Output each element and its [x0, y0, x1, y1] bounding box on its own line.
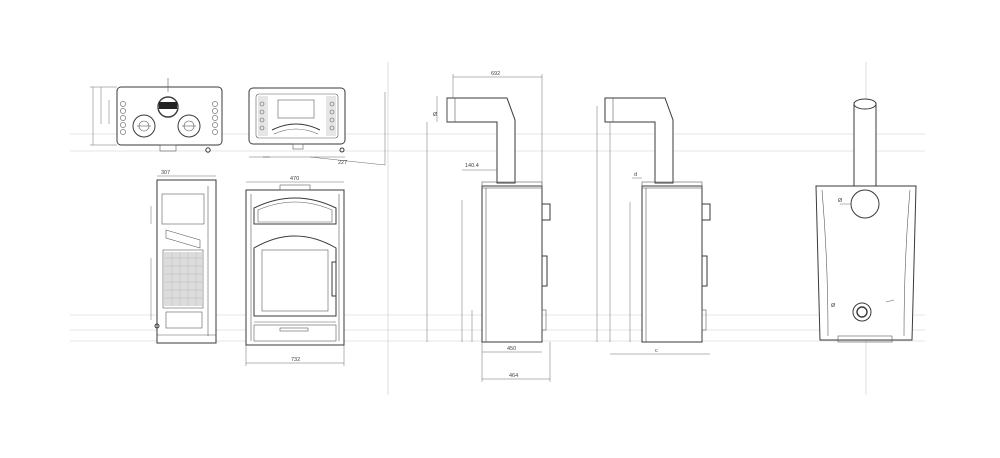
- top-view: [90, 78, 223, 153]
- plan-offset-label: 227: [338, 160, 347, 166]
- side-diameter-label: Ø: [433, 112, 438, 118]
- side-flue-height-label: 140.4: [465, 163, 479, 169]
- back-flue-diameter-label: Ø: [838, 198, 843, 204]
- back-view: Ø Ø: [815, 98, 917, 343]
- side2-depth-label: c: [655, 348, 658, 354]
- back-inlet-diameter-label: Ø: [831, 303, 836, 309]
- side-flue-offset-label: 692: [491, 71, 500, 77]
- side-depth-label: 450: [507, 346, 516, 352]
- top-depth-label: 307: [161, 170, 170, 176]
- front-total-width-label: 732: [291, 357, 300, 363]
- side2-dim-label: d: [634, 172, 637, 178]
- side-total-depth-label: 464: [509, 373, 518, 379]
- side-section-view: 307: [150, 170, 217, 344]
- side-view-1: 692 140.4 450 464 Ø: [426, 71, 551, 382]
- front-view: 470 732: [245, 176, 345, 366]
- side-view-2: c d: [596, 97, 711, 355]
- top-section-view: 227: [248, 87, 386, 166]
- front-width-label: 470: [290, 176, 299, 182]
